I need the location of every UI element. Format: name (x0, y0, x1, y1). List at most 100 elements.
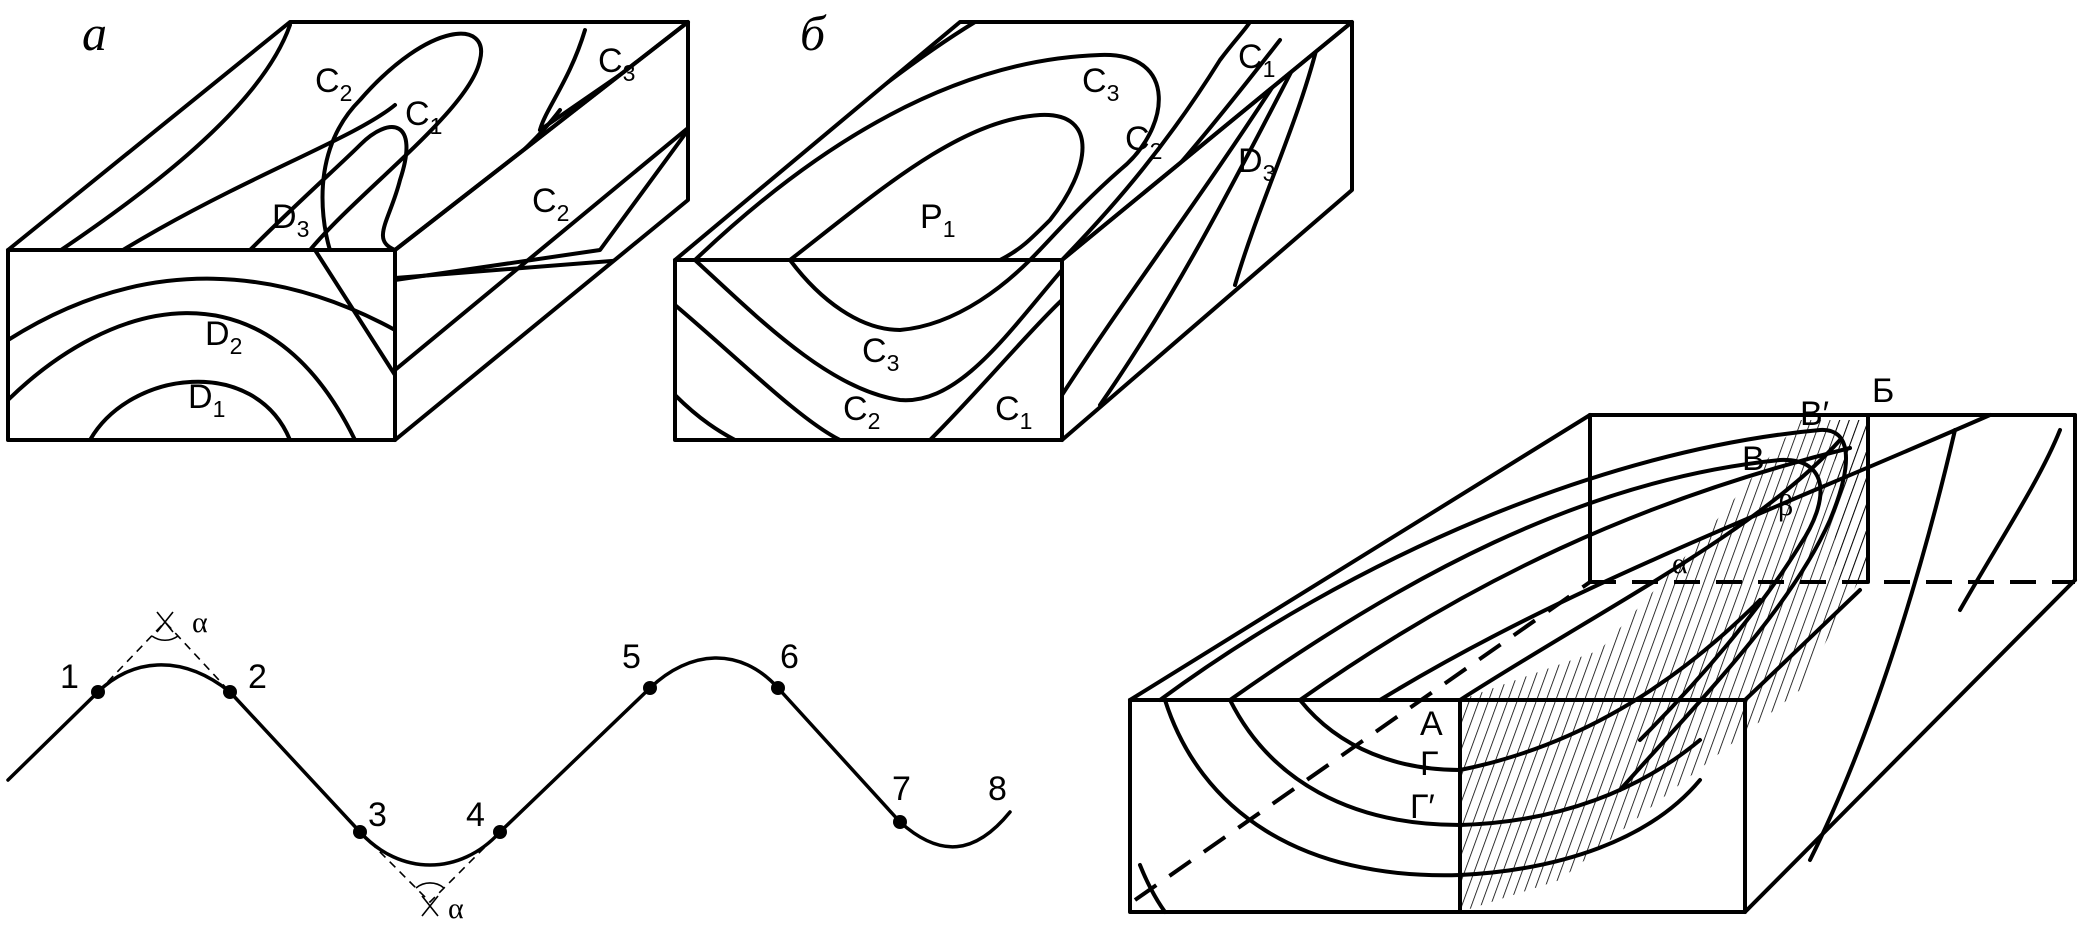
label-b-cyr: Б (1872, 372, 1894, 410)
top-fault-1 (538, 28, 587, 132)
wave-label-4: 4 (466, 796, 485, 834)
panel-a-letter: а (82, 5, 107, 61)
panel-b-top-face (673, 20, 1354, 262)
label-d3: D3 (1238, 142, 1275, 186)
wave-curve (6, 656, 1012, 867)
label-g: Г (1420, 745, 1438, 783)
top-contour-2 (8, 103, 397, 250)
block-right-top-edge (1743, 588, 1862, 702)
wave-label-2: 2 (248, 658, 267, 696)
top-curve-1 (1158, 427, 1848, 792)
top-contour-1 (8, 23, 292, 250)
wave-point-7 (893, 815, 907, 829)
wave-label-6: 6 (780, 638, 799, 676)
label-c3-front: C3 (862, 332, 899, 376)
right-contour-3 (1233, 33, 1322, 287)
top-contour-3 (788, 112, 1085, 260)
panel-a-labels: C2 C1 C3 D3 C2 D2 D1 (188, 42, 635, 422)
block-right-bottom-edge (1743, 578, 2077, 914)
wave-label-3: 3 (368, 796, 387, 834)
label-c3-top: C3 (1082, 62, 1119, 106)
label-beta: β (1778, 489, 1793, 522)
top-contour-2 (693, 52, 1161, 260)
wave-point-4 (493, 825, 507, 839)
wave-cross-bottom (421, 895, 439, 917)
right-line-1 (1808, 428, 1957, 862)
label-a-cyr: А (1420, 705, 1443, 743)
panel-a-right-face (393, 20, 690, 442)
label-d1: D1 (188, 378, 225, 422)
label-alpha: α (1672, 547, 1688, 580)
top-curve-2b (1638, 457, 1823, 742)
top-curve-2 (1228, 458, 1782, 702)
wave-angle-arc-top (151, 635, 179, 642)
wave-point-1 (91, 685, 105, 699)
wave-point-6 (771, 681, 785, 695)
wave-angle-label-top: α (192, 606, 208, 639)
front-arc-1 (1163, 698, 1702, 878)
panel-a: а (6, 5, 690, 442)
right-face-outline (393, 20, 690, 442)
right-contour-2 (395, 126, 688, 372)
label-p1: P1 (920, 198, 955, 242)
top-contour-3 (248, 125, 409, 250)
front-arc-3 (1298, 698, 1462, 772)
wave-label-1: 1 (60, 658, 79, 696)
wave-tangent-top (97, 620, 231, 693)
top-anticline-core (308, 31, 484, 250)
front-arc-3b (1458, 598, 1762, 772)
front-contour-2 (8, 311, 357, 440)
hatched-axial-plane-back (1835, 420, 1868, 580)
block-diagonal-dashed (1133, 580, 1592, 902)
label-d2: D2 (205, 315, 242, 359)
wave-label-7: 7 (892, 770, 911, 808)
label-c2-side: C2 (532, 182, 569, 226)
right-contour-2 (1098, 53, 1302, 407)
wave-point-3 (353, 825, 367, 839)
panel-b-letter: б (800, 5, 827, 61)
front-contour-3 (88, 379, 292, 440)
front-contour-3 (788, 260, 1032, 332)
wave-tangent-bottom (359, 831, 501, 904)
front-arc-2 (1228, 698, 1702, 827)
block-top-left-edge (1128, 413, 1592, 702)
block-labels: Б В′ В β α А Г Г′ (1410, 372, 1894, 826)
panel-b-right-face (1060, 20, 1354, 442)
right-face-outline (1060, 20, 1354, 442)
right-contour-1 (1062, 58, 1292, 397)
panel-b-labels: C3 C1 C2 D3 P1 C3 C2 C1 (843, 38, 1275, 434)
front-contour-1 (8, 276, 395, 342)
wave-angle-label-bottom: α (448, 892, 464, 925)
right-contour-3 (395, 128, 688, 282)
top-curve-3 (1298, 446, 1852, 702)
top-curve-5 (1458, 438, 1842, 702)
label-c1-front: C1 (995, 390, 1032, 434)
panel-b: б (673, 5, 1354, 442)
wave-cross-top (156, 611, 174, 633)
label-d3: D3 (272, 198, 309, 242)
label-v-prime: В′ (1800, 395, 1829, 433)
front-arc-edge (1138, 863, 1167, 914)
top-contour-4 (1060, 22, 1252, 260)
front-contour-5 (928, 298, 1062, 440)
label-g-prime: Г′ (1410, 788, 1435, 826)
syncline-block: Б В′ В β α А Г Г′ (1128, 372, 2077, 914)
label-c2-front: C2 (843, 390, 880, 434)
label-c2-top: C2 (1125, 120, 1162, 164)
wave-label-5: 5 (622, 638, 641, 676)
wave-diagram: α α 1 2 3 4 5 6 7 8 (6, 606, 1012, 925)
label-v: В (1742, 440, 1765, 478)
hatched-axial-plane (1460, 420, 1870, 912)
wave-point-2 (223, 685, 237, 699)
right-line-2 (1958, 428, 2062, 612)
wave-label-8: 8 (988, 770, 1007, 808)
front-contour-4 (675, 393, 737, 440)
front-fault (313, 250, 395, 377)
front-contour-1 (675, 303, 842, 440)
label-c3: C3 (598, 42, 635, 86)
wave-angle-arc-bottom (415, 882, 445, 889)
front-contour-2 (693, 260, 1062, 403)
label-c1-top: C1 (1238, 38, 1275, 82)
